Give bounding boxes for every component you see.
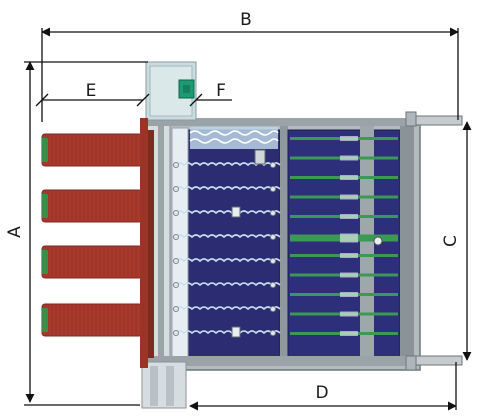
base-box-body: [141, 361, 187, 409]
contact-chain-4: [175, 234, 281, 239]
panel-divider: [280, 124, 288, 366]
busbar-clamp: [340, 194, 358, 200]
bottom-bracket-clip: [405, 355, 417, 371]
top-rail: [145, 118, 420, 126]
top-mesh: [190, 127, 278, 149]
tick-e-left: [35, 93, 49, 107]
busbar-clamp: [340, 292, 358, 297]
busbar-clamp: [340, 155, 358, 161]
chain-anchor: [270, 210, 276, 216]
bushings: [41, 133, 143, 337]
bushing-terminal-2: [42, 194, 48, 218]
bushing-terminal-4: [42, 308, 48, 332]
bushing-terminal-1: [42, 138, 48, 162]
base-box-slot-1: [150, 366, 158, 406]
chain-anchor: [173, 282, 179, 288]
component-1: [231, 206, 241, 218]
label-c: C: [441, 235, 461, 247]
right-edge-post: [400, 124, 414, 366]
busbar-clamp: [340, 331, 358, 336]
base-box-slot-2: [166, 366, 174, 406]
busbar-clamp: [340, 136, 358, 141]
chain-anchor: [173, 330, 179, 336]
top-bracket: [409, 115, 463, 126]
chain-anchor: [270, 258, 276, 264]
bottom-rail: [145, 356, 420, 366]
busbar-clamp: [340, 175, 358, 180]
chain-anchor: [270, 162, 276, 168]
center-bolt: [373, 236, 383, 246]
chain-anchor: [270, 282, 276, 288]
chain-anchor: [173, 162, 179, 168]
label-e: E: [86, 81, 97, 101]
label-a: A: [5, 226, 25, 238]
chain-anchor: [270, 234, 276, 240]
base-box: [141, 361, 187, 409]
busbar-clamp: [340, 311, 358, 317]
busbar-clamp: [340, 233, 358, 243]
chain-anchor: [173, 210, 179, 216]
chain-anchor: [173, 234, 179, 240]
bottom-bracket: [409, 355, 463, 366]
right-post: [360, 124, 374, 366]
chain-anchor: [270, 330, 276, 336]
component-3: [254, 149, 266, 165]
busbar-clamp: [340, 214, 358, 219]
busbar-clamp: [340, 272, 358, 278]
label-f: F: [216, 81, 226, 101]
bushing-flange-inner: [148, 130, 154, 358]
bushing-terminal-3: [42, 250, 48, 274]
chain-anchor: [173, 306, 179, 312]
control-indicator-core: [183, 85, 190, 93]
label-b: B: [240, 10, 252, 30]
contact-chain-7: [175, 306, 281, 311]
contact-chain-3: [175, 210, 281, 215]
dimension-lines: [24, 27, 472, 411]
contact-chain-5: [175, 258, 281, 263]
chain-anchor: [173, 258, 179, 264]
bushing-flange: [140, 118, 148, 368]
chain-anchor: [270, 186, 276, 192]
contact-chain-6: [175, 282, 281, 287]
control-box: [145, 61, 197, 121]
right-inner-panel: [287, 129, 401, 363]
label-d: D: [315, 383, 328, 403]
top-bracket-clip: [405, 111, 417, 127]
tick-f-left: [189, 93, 203, 107]
busbar-clamp: [340, 253, 358, 258]
chain-anchor: [270, 306, 276, 312]
chain-anchor: [173, 186, 179, 192]
contact-chain-2: [175, 186, 281, 191]
busbars: [290, 136, 398, 336]
component-2: [231, 326, 241, 338]
plate-rail: [158, 125, 164, 365]
contact-chain-8: [175, 330, 281, 335]
tick-e-right: [136, 93, 150, 107]
right-brackets: [405, 111, 463, 371]
